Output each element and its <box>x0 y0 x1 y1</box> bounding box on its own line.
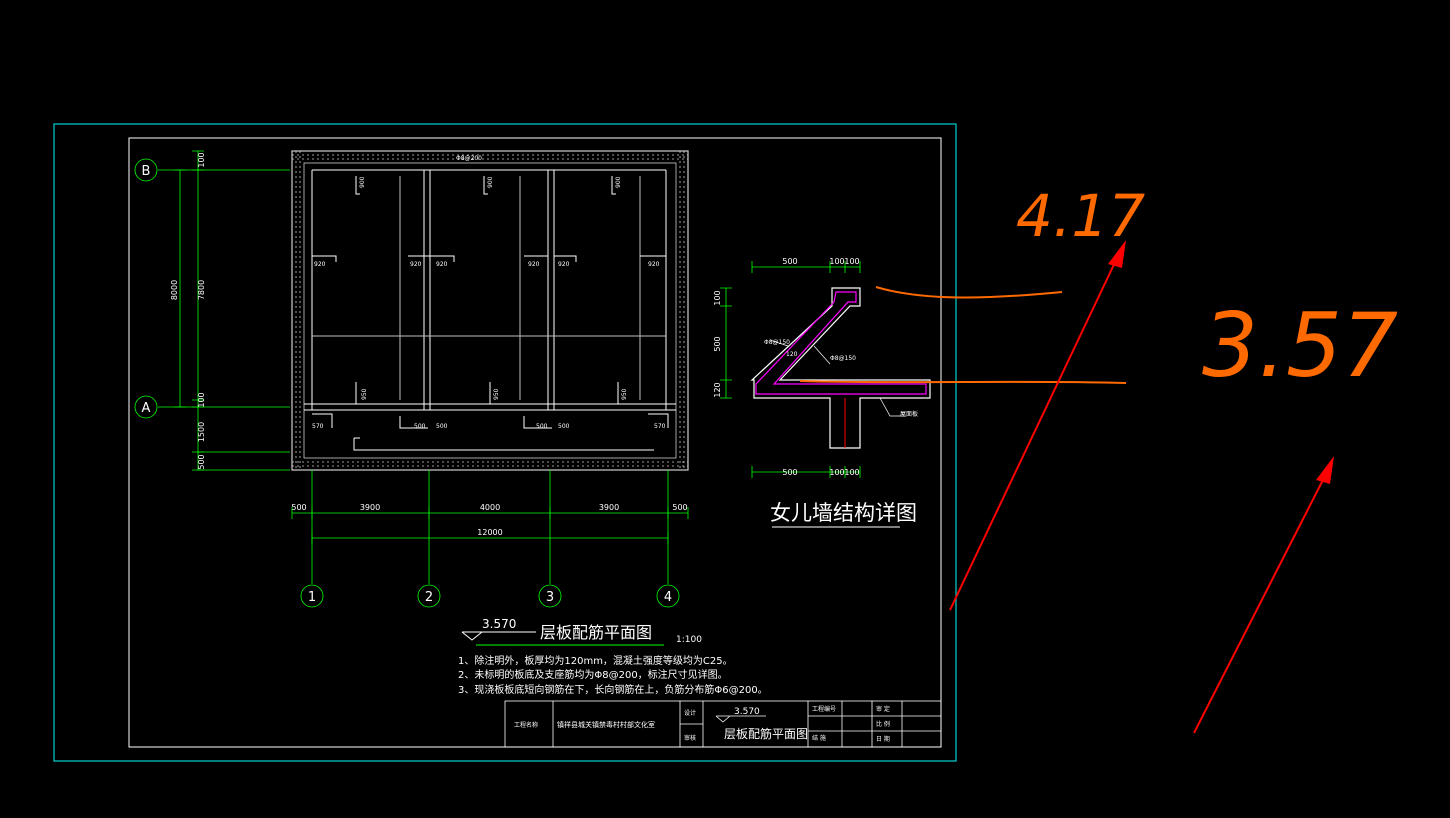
plan-level: 3.570 <box>482 617 516 631</box>
bar-label: 900 <box>487 176 494 188</box>
detail-callout: 屋面板 <box>900 410 918 418</box>
bar-label: 500 <box>536 423 548 430</box>
bar-label: 570 <box>654 423 666 430</box>
red-arrowhead-lower <box>1316 456 1334 484</box>
tb-project: 镇祥县城关镇禁毒村村部文化室 <box>557 720 655 729</box>
detail-dim: 500 <box>782 468 797 477</box>
note-2: 2、未标明的板底及支座筋均为Φ8@200，标注尺寸见详图。 <box>458 668 728 681</box>
detail-dim: 100 <box>844 468 859 477</box>
axis-bubble <box>417 584 441 608</box>
rebar-marks <box>312 176 669 451</box>
orange-stroke-lower <box>799 380 1127 384</box>
span-label: 920 <box>528 261 540 268</box>
tb-review: 审 定 <box>876 705 890 713</box>
bar-label: 900 <box>615 176 622 188</box>
perimeter-wall-hatch <box>291 150 689 471</box>
bar-label: 950 <box>621 388 628 400</box>
dim-4000: 4000 <box>480 503 500 512</box>
dim-3900: 3900 <box>360 503 380 512</box>
plan-title-text: 层板配筋平面图 <box>540 623 652 642</box>
axis-label-a: A <box>142 401 151 416</box>
red-arrow-lower <box>1193 473 1327 734</box>
tb-ratio: 比 例 <box>876 720 890 728</box>
dim-500-right: 500 <box>672 503 687 512</box>
span-label: 920 <box>648 261 660 268</box>
axis-grid <box>134 158 680 608</box>
tb-drawing: 层板配筋平面图 <box>724 726 808 741</box>
axis-label-b: B <box>142 164 151 179</box>
hand-annotations: 4.17 3.57 <box>799 182 1398 734</box>
dim-100-top: 100 <box>197 152 206 167</box>
note-3: 3、现浇板板底短向钢筋在下，长向钢筋在上，负筋分布筋Φ6@200。 <box>458 683 768 696</box>
plan-title: 3.570 层板配筋平面图 1:100 <box>461 617 702 646</box>
title-block <box>504 700 942 748</box>
bar-label: 570 <box>312 423 324 430</box>
detail-dim: 100 <box>713 290 722 305</box>
dim-12000: 12000 <box>477 528 502 537</box>
detail-dim: 100 <box>844 257 859 266</box>
bar-label: 900 <box>359 176 366 188</box>
axis-label-2: 2 <box>425 590 433 605</box>
axis-label-3: 3 <box>546 590 554 605</box>
beams <box>304 169 676 411</box>
top-bar-label: Φ8@200 <box>456 155 482 162</box>
dim-100-mid: 100 <box>197 392 206 407</box>
tb-design: 设计 <box>684 709 696 717</box>
detail-dim: 500 <box>713 336 722 351</box>
annotation-lower-value: 3.57 <box>1202 294 1398 397</box>
red-arrow-upper <box>949 255 1119 611</box>
axis-bubble <box>538 584 562 608</box>
span-label: 920 <box>436 261 448 268</box>
axis-bubble <box>656 584 680 608</box>
detail-dim: 120 <box>713 382 722 397</box>
bar-label: 500 <box>436 423 448 430</box>
annotation-upper-value: 4.17 <box>1016 182 1145 250</box>
detail-bar-mid: 120 <box>786 351 798 358</box>
slab-plan: 920 920 920 920 920 920 500 500 500 500 … <box>291 150 689 471</box>
tb-check: 审核 <box>684 734 696 742</box>
dim-8000: 8000 <box>170 280 179 300</box>
orange-stroke-upper <box>875 286 1063 299</box>
dim-3900: 3900 <box>599 503 619 512</box>
axis-label-1: 1 <box>308 590 316 605</box>
bar-label: 950 <box>493 388 500 400</box>
detail-title: 女儿墙结构详图 <box>770 501 917 525</box>
span-label: 920 <box>314 261 326 268</box>
note-1: 1、除注明外，板厚均为120mm，混凝土强度等级均为C25。 <box>458 654 733 667</box>
detail-dim: 100 <box>829 257 844 266</box>
axis-bubble <box>300 584 324 608</box>
tb-no: 工程编号 <box>812 705 836 713</box>
detail-bar-right: Φ8@150 <box>830 355 856 362</box>
tb-date: 日 期 <box>876 735 890 743</box>
parapet-detail: 500 100 100 500 100 100 100 500 120 Φ8@1… <box>713 257 931 528</box>
dim-7800: 7800 <box>197 280 206 300</box>
tb-project-label: 工程名称 <box>514 721 538 729</box>
tb-sheet: 结 施 <box>812 734 826 742</box>
dimension-lines <box>174 150 689 544</box>
red-arrowhead-upper <box>1108 240 1126 268</box>
bar-label: 950 <box>361 388 368 400</box>
axis-bubble <box>134 158 158 182</box>
axis-bubble <box>134 395 158 419</box>
axis-label-4: 4 <box>664 590 672 605</box>
bar-label: 500 <box>558 423 570 430</box>
dim-1500: 1500 <box>197 422 206 442</box>
span-label: 920 <box>410 261 422 268</box>
bar-label: 500 <box>414 423 426 430</box>
plan-scale: 1:100 <box>676 635 702 645</box>
detail-dim: 500 <box>782 257 797 266</box>
detail-bar-left: Φ8@150 <box>764 339 790 346</box>
general-notes: 1、除注明外，板厚均为120mm，混凝土强度等级均为C25。 2、未标明的板底及… <box>458 654 768 696</box>
tb-level: 3.570 <box>734 707 760 717</box>
outer-frame <box>53 123 957 762</box>
dim-500-bottom: 500 <box>197 454 206 469</box>
span-label: 920 <box>558 261 570 268</box>
detail-dim: 100 <box>829 468 844 477</box>
dim-500-left: 500 <box>291 503 306 512</box>
